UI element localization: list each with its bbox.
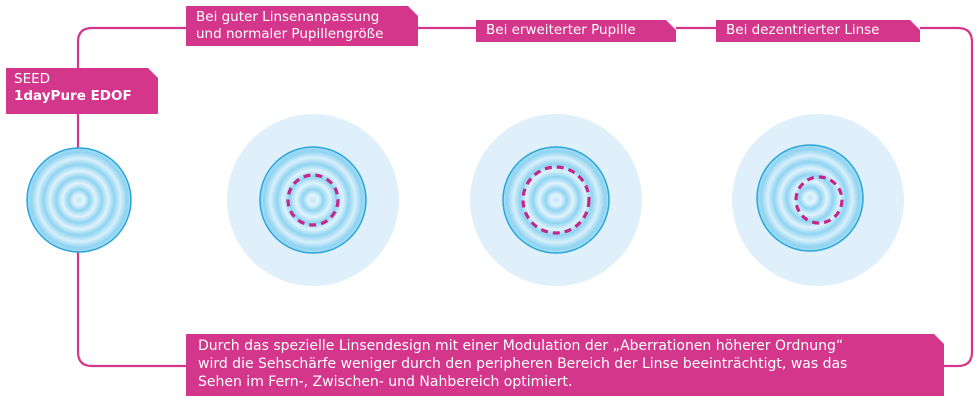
lens: [757, 145, 863, 251]
condition-label-line: Bei dezentrierter Linse: [726, 22, 910, 39]
lens: [503, 147, 609, 253]
eye-decentered-lens: [732, 114, 904, 286]
condition-label-normal: Bei guter Linsenanpassung und normaler P…: [186, 6, 418, 46]
caption-box: Durch das spezielle Linsendesign mit ein…: [186, 334, 944, 396]
eye-normal: [227, 114, 399, 286]
condition-label-decentered: Bei dezentrierter Linse: [716, 20, 920, 42]
condition-label-dilated: Bei erweiterter Pupille: [476, 20, 676, 42]
caption-line: wird die Sehschärfe weniger durch den pe…: [198, 355, 932, 373]
caption-line: Durch das spezielle Linsendesign mit ein…: [198, 337, 932, 355]
product-brand: SEED: [14, 71, 150, 88]
condition-label-line: Bei guter Linsenanpassung: [196, 9, 408, 26]
product-model: 1dayPure EDOF: [14, 88, 150, 105]
condition-label-line: und normaler Pupillengröße: [196, 26, 408, 43]
product-label: SEED 1dayPure EDOF: [6, 68, 158, 114]
eye-dilated-pupil: [470, 114, 642, 286]
lens: [260, 147, 366, 253]
caption-line: Sehen im Fern-, Zwischen- und Nahbereich…: [198, 373, 932, 391]
condition-label-line: Bei erweiterter Pupille: [486, 22, 666, 39]
product-lens: [27, 148, 131, 252]
